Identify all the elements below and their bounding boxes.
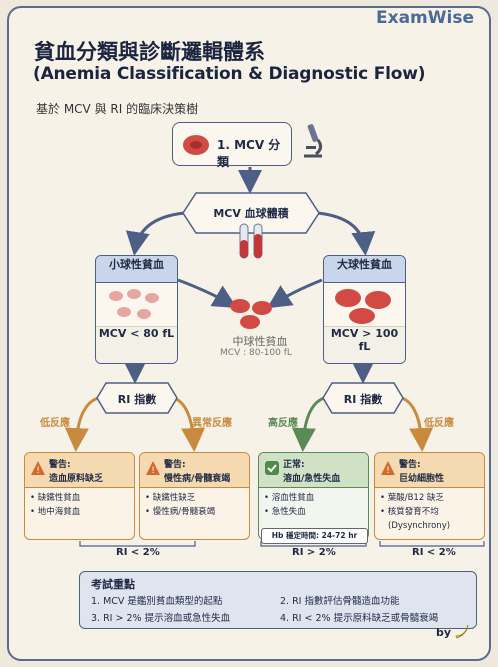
exam-points-title: 考試重點 [91,578,135,591]
exam-point: 2. RI 指數評估骨髓造血功能 [280,596,400,607]
arrow-ri-high [291,396,325,452]
large-cells-icon [335,289,391,324]
svg-text:!: ! [386,466,390,476]
exam-point: 4. RI < 2% 提示原料缺乏或骨髓衰竭 [280,613,439,624]
ri-label-left: RI 指數 [117,393,157,406]
ri-range-mid: RI > 2% [292,547,336,558]
card-megaloblastic-status: 警告: [399,460,421,470]
list-item: • 缺鐵性貧血 [30,493,81,503]
mcv-classification-node: 1. MCV 分類 [172,122,292,169]
svg-text:!: ! [151,466,155,476]
list-item: • 急性失血 [264,507,306,517]
card-deficiency-title: 造血原料缺乏 [49,474,104,484]
exam-point: 3. RI > 2% 提示溶血或急性失血 [91,613,231,624]
warning-icon: ! [31,461,45,476]
red-blood-cell-icon [183,135,209,155]
card-chronic-title: 慢性病/骨髓衰竭 [164,474,231,484]
bracket-right [379,541,485,547]
list-item: • 葉酸/B12 缺乏 [380,493,444,503]
check-icon [265,461,279,475]
list-item: • 缺鐵性缺乏 [145,493,196,503]
page-frame [7,6,491,661]
hexagon-shape [182,192,320,234]
list-item: • 核質發育不均 [380,507,439,517]
mcv-classification-label: 1. MCV 分類 [217,138,281,169]
hb-stability-note: Hb 穩定時間: 24-72 hr [261,528,368,544]
card-chronic-status: 警告: [164,460,186,470]
ri-node-right: RI 指數 [322,382,404,414]
normocytic-title: 中球性貧血 [232,335,288,348]
ri-range-left: RI < 2% [116,547,160,558]
card-deficiency-status: 警告: [49,460,71,470]
exam-point: 1. MCV 是鑑別貧血類型的起點 [91,596,223,607]
ri-range-right: RI < 2% [412,547,456,558]
ri-hexagon-left [96,382,178,414]
ri-node-left: RI 指數 [96,382,178,414]
warning-icon: ! [381,461,395,476]
macrocytic-node: 大球性貧血 MCV > 100 fL [323,255,406,364]
list-item: • 溶血性貧血 [264,493,315,503]
list-item: • 慢性病/骨髓衰竭 [145,507,216,517]
microcytic-value: MCV < 80 fL [96,326,177,363]
macrocytic-title: 大球性貧血 [324,256,405,283]
normal-cells-icon [230,299,272,329]
card-hemolysis-title: 溶血/急性失血 [283,474,341,484]
byline: by [436,626,452,639]
arrow-ri-low-left [64,396,99,452]
microcytic-node: 小球性貧血 MCV < 80 fL [95,255,178,364]
normocytic-range: MCV : 80-100 fL [220,348,292,358]
list-item: • 地中海貧血 [30,507,81,517]
arrow-micro-to-normo [177,278,238,309]
card-megaloblastic-title: 巨幼細胞性 [399,474,445,484]
microcytic-title: 小球性貧血 [96,256,177,283]
page-title: 貧血分類與診斷邏輯體系 [34,40,265,64]
page-subtitle: 基於 MCV 與 RI 的臨床決策樹 [36,102,199,116]
microscope-icon [304,124,323,158]
small-cells-icon [109,289,159,319]
card-hemolysis: 正常: 溶血/急性失血 • 溶血性貧血 • 急性失血 [258,452,369,540]
label-abnormal-response: 異常反應 [192,418,232,429]
ri-hexagon-right [322,382,404,414]
card-chronic: ! 警告: 慢性病/骨髓衰竭 • 缺鐵性缺乏 • 慢性病/骨髓衰竭 [139,452,250,540]
exam-points-box: 考試重點 1. MCV 是鑑別貧血類型的起點 2. RI 指數評估骨髓造血功能 … [79,571,477,629]
arrow-macro-to-normo [266,278,323,309]
arrow-ri-low-right [401,396,434,452]
warning-icon: ! [146,461,160,476]
mcv-volume-label: MCV 血球體積 [213,207,289,220]
label-low-response-right: 低反應 [424,418,454,429]
svg-text:!: ! [36,466,40,476]
card-megaloblastic: ! 警告: 巨幼細胞性 • 葉酸/B12 缺乏 • 核質發育不均 (Dysync… [374,452,485,540]
brand-logo: ExamWise [376,8,474,28]
macrocytic-value: MCV > 100 fL [324,326,405,363]
label-low-response-left: 低反應 [40,418,70,429]
list-item: (Dysynchrony) [388,521,451,531]
card-deficiency: ! 警告: 造血原料缺乏 • 缺鐵性貧血 • 地中海貧血 [24,452,135,540]
ri-label-right: RI 指數 [343,393,383,406]
page-title-english: (Anemia Classification & Diagnostic Flow… [33,64,426,84]
mcv-volume-node: MCV 血球體積 [182,192,320,234]
label-high-response: 高反應 [268,418,298,429]
test-tubes-icon [239,223,263,259]
banana-icon [455,624,469,639]
arrow-to-micro [125,211,185,256]
card-hemolysis-status: 正常: [283,460,305,470]
arrow-to-macro [317,211,376,256]
bracket-left [79,541,196,547]
